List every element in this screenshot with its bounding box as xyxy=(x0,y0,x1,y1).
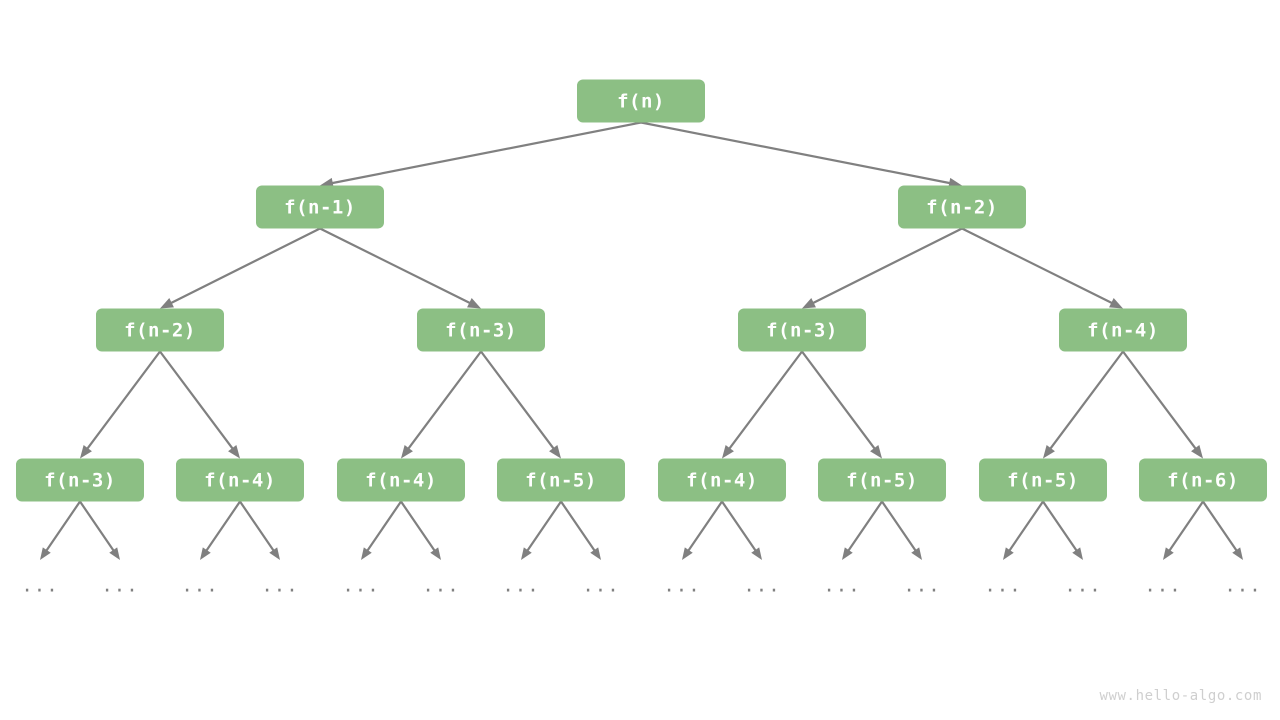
tree-node[interactable]: f(n-3) xyxy=(417,308,545,352)
node-box xyxy=(738,308,866,352)
node-label: f(n-4) xyxy=(686,470,758,492)
ellipsis-label: ... xyxy=(1064,575,1101,597)
ellipsis-label: ... xyxy=(823,575,860,597)
node-label: f(n-3) xyxy=(445,320,517,342)
tree-node[interactable]: f(n-6) xyxy=(1139,458,1267,502)
node-label: f(n-5) xyxy=(525,470,597,492)
ellipsis-row: ........................................… xyxy=(21,575,1261,597)
node-label: f(n-6) xyxy=(1167,470,1239,492)
ellipsis-label: ... xyxy=(1144,575,1181,597)
tree-node[interactable]: f(n-4) xyxy=(658,458,786,502)
node-label: f(n-4) xyxy=(365,470,437,492)
node-label: f(n-4) xyxy=(204,470,276,492)
ellipsis-label: ... xyxy=(422,575,459,597)
node-box xyxy=(818,458,946,502)
watermark: www.hello-algo.com xyxy=(1099,688,1262,704)
node-box xyxy=(417,308,545,352)
node-label: f(n-5) xyxy=(846,470,918,492)
node-box xyxy=(16,458,144,502)
tree-node[interactable]: f(n) xyxy=(577,79,705,123)
tree-node[interactable]: f(n-5) xyxy=(497,458,625,502)
ellipsis-label: ... xyxy=(21,575,58,597)
ellipsis-label: ... xyxy=(582,575,619,597)
ellipsis-label: ... xyxy=(663,575,700,597)
node-label: f(n-2) xyxy=(124,320,196,342)
leaf-stub-arrows xyxy=(40,500,1243,560)
node-label: f(n-3) xyxy=(44,470,116,492)
node-box xyxy=(898,185,1026,229)
tree-node[interactable]: f(n-5) xyxy=(818,458,946,502)
node-label: f(n-4) xyxy=(1087,320,1159,342)
tree-node[interactable]: f(n-3) xyxy=(738,308,866,352)
node-box xyxy=(256,185,384,229)
tree-node[interactable]: f(n-2) xyxy=(898,185,1026,229)
ellipsis-label: ... xyxy=(342,575,379,597)
node-box xyxy=(337,458,465,502)
node-label: f(n-2) xyxy=(926,197,998,219)
tree-node[interactable]: f(n-4) xyxy=(1059,308,1187,352)
node-box xyxy=(577,79,705,123)
node-label: f(n-3) xyxy=(766,320,838,342)
node-box xyxy=(1139,458,1267,502)
node-box xyxy=(979,458,1107,502)
nodes-layer: f(n) f(n-1) f(n-2) f(n-2) f(n-3) f(n-3) f(n-4)… xyxy=(16,79,1267,502)
ellipsis-label: ... xyxy=(743,575,780,597)
ellipsis-label: ... xyxy=(1224,575,1261,597)
ellipsis-label: ... xyxy=(181,575,218,597)
node-label: f(n-5) xyxy=(1007,470,1079,492)
ellipsis-label: ... xyxy=(903,575,940,597)
tree-node[interactable]: f(n-3) xyxy=(16,458,144,502)
tree-node[interactable]: f(n-4) xyxy=(337,458,465,502)
node-label: f(n) xyxy=(617,91,665,113)
tree-node[interactable]: f(n-5) xyxy=(979,458,1107,502)
node-box xyxy=(658,458,786,502)
node-box xyxy=(176,458,304,502)
node-box xyxy=(96,308,224,352)
node-box xyxy=(497,458,625,502)
tree-node[interactable]: f(n-2) xyxy=(96,308,224,352)
ellipsis-label: ... xyxy=(984,575,1021,597)
edges-layer xyxy=(80,121,1203,459)
ellipsis-label: ... xyxy=(502,575,539,597)
tree-node[interactable]: f(n-1) xyxy=(256,185,384,229)
ellipsis-label: ... xyxy=(101,575,138,597)
node-box xyxy=(1059,308,1187,352)
node-label: f(n-1) xyxy=(284,197,356,219)
ellipsis-label: ... xyxy=(261,575,298,597)
tree-node[interactable]: f(n-4) xyxy=(176,458,304,502)
